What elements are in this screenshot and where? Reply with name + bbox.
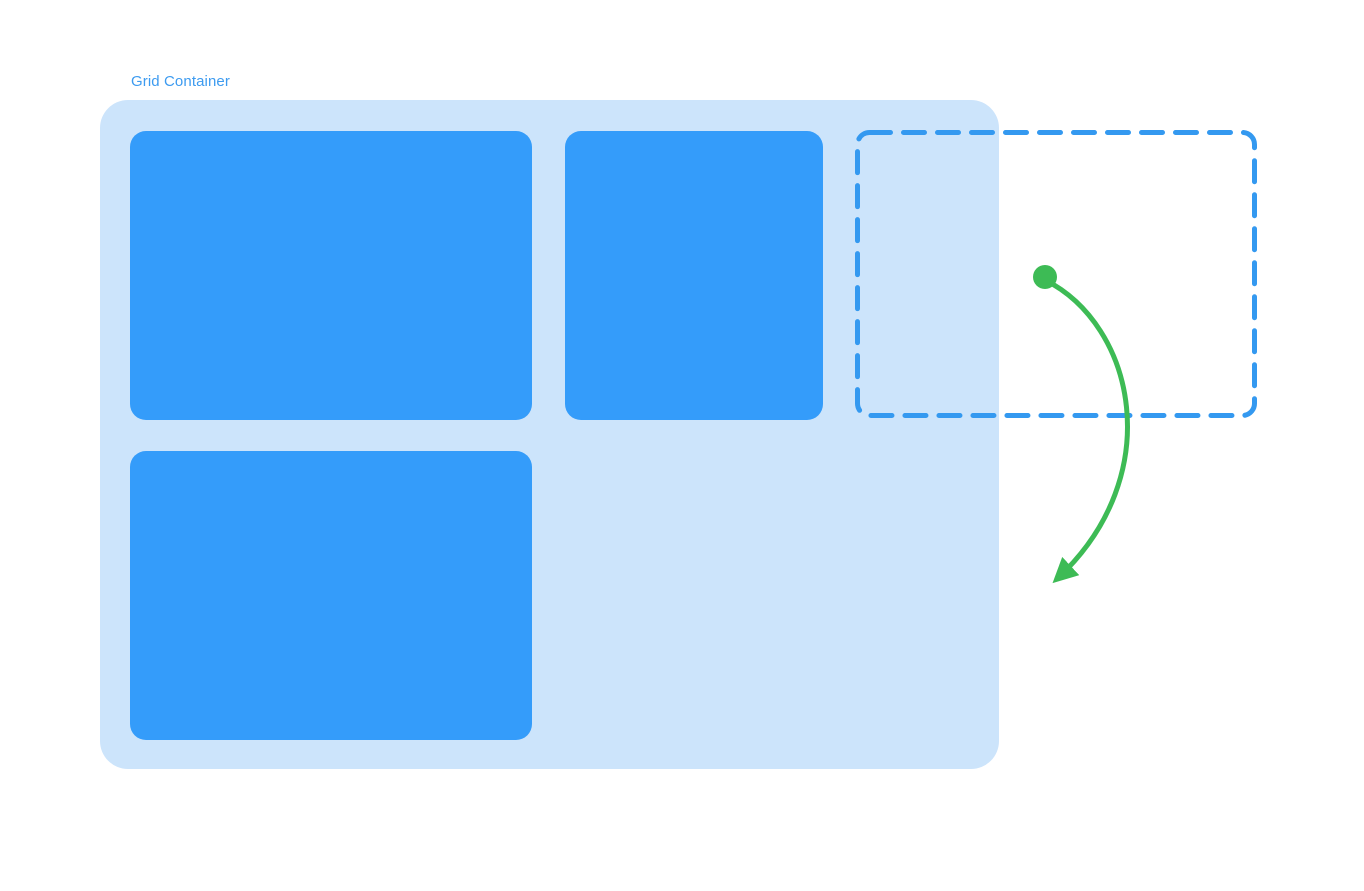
grid-item-3 bbox=[130, 451, 532, 740]
grid-item-1 bbox=[130, 131, 532, 420]
grid-container-label: Grid Container bbox=[131, 73, 230, 90]
move-out-arrow-icon bbox=[1042, 277, 1130, 584]
grid-item-2 bbox=[565, 131, 823, 420]
arrow-start-dot-icon bbox=[1033, 265, 1057, 289]
